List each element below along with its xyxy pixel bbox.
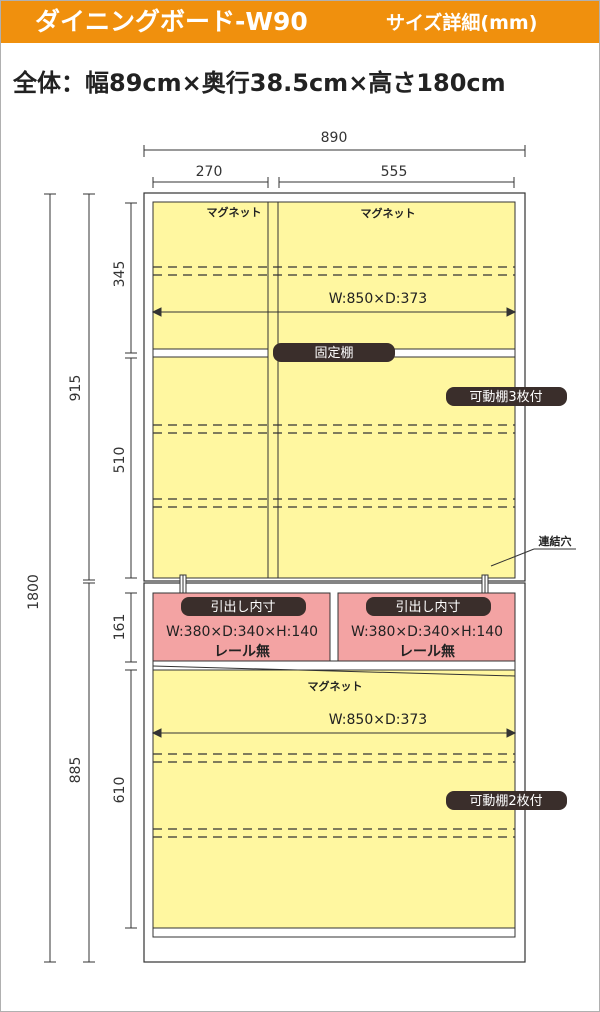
drawer-left-title: 引出し内寸 xyxy=(210,599,275,615)
dim-right-width: 555 xyxy=(381,164,408,180)
drawer-bottom-board xyxy=(152,660,516,671)
dim-bottom-section: 610 xyxy=(112,777,128,804)
base-board xyxy=(152,927,516,938)
magnet-leader xyxy=(152,665,516,677)
header-bar: ダイニングボード-W90 サイズ詳細(mm) xyxy=(1,1,599,43)
door-divider xyxy=(267,201,279,579)
connect-hole-callout: 連結穴 xyxy=(490,534,576,567)
drawer-left-note: レール無 xyxy=(214,643,270,660)
fixed-shelf-callout: 固定棚 xyxy=(273,343,395,362)
drawer-right-note: レール無 xyxy=(399,643,455,660)
drawer-right[interactable]: 引出し内寸 W:380×D:340×H:140 レール無 xyxy=(337,592,516,662)
movable-lower-label: 可動棚2枚付 xyxy=(469,794,542,809)
dim-total-width: 890 xyxy=(321,130,348,146)
dim-left-width: 270 xyxy=(196,164,223,180)
fixed-shelf-label: 固定棚 xyxy=(314,346,353,361)
drawer-right-size: W:380×D:340×H:140 xyxy=(351,624,503,640)
dim-lower-height: 885 xyxy=(68,757,84,784)
magnet-label-right: マグネット xyxy=(361,206,416,220)
movable-shelves-lower-callout: 可動棚2枚付 xyxy=(446,791,567,810)
size-detail-label: サイズ詳細(mm) xyxy=(386,12,538,34)
dim-upper-height: 915 xyxy=(68,375,84,402)
upper-shelf-arrow xyxy=(151,307,517,317)
dim-drawer-section: 161 xyxy=(112,614,128,641)
magnet-label-lower: マグネット xyxy=(308,679,363,693)
movable-shelves-upper xyxy=(153,266,515,508)
overall-dimensions: 全体：幅89cm×奥行38.5cm×高さ180cm xyxy=(13,69,506,97)
movable-upper-label: 可動棚3枚付 xyxy=(469,390,542,405)
product-title: ダイニングボード-W90 xyxy=(35,7,308,36)
dim-total-height: 1800 xyxy=(26,574,42,610)
movable-shelves-upper-callout: 可動棚3枚付 xyxy=(446,387,567,406)
dim-top-section: 345 xyxy=(112,261,128,288)
upper-shelf-size: W:850×D:373 xyxy=(329,291,427,307)
drawer-right-title: 引出し内寸 xyxy=(395,599,460,615)
lower-shelf-arrow xyxy=(151,728,517,738)
lower-shelf-size: W:850×D:373 xyxy=(329,712,427,728)
magnet-label-left: マグネット xyxy=(207,205,262,219)
drawer-left-size: W:380×D:340×H:140 xyxy=(166,624,318,640)
connect-hole-label: 連結穴 xyxy=(539,534,572,548)
movable-shelves-lower xyxy=(153,753,515,838)
dim-mid-section: 510 xyxy=(112,447,128,474)
drawer-left[interactable]: 引出し内寸 W:380×D:340×H:140 レール無 xyxy=(152,592,331,662)
